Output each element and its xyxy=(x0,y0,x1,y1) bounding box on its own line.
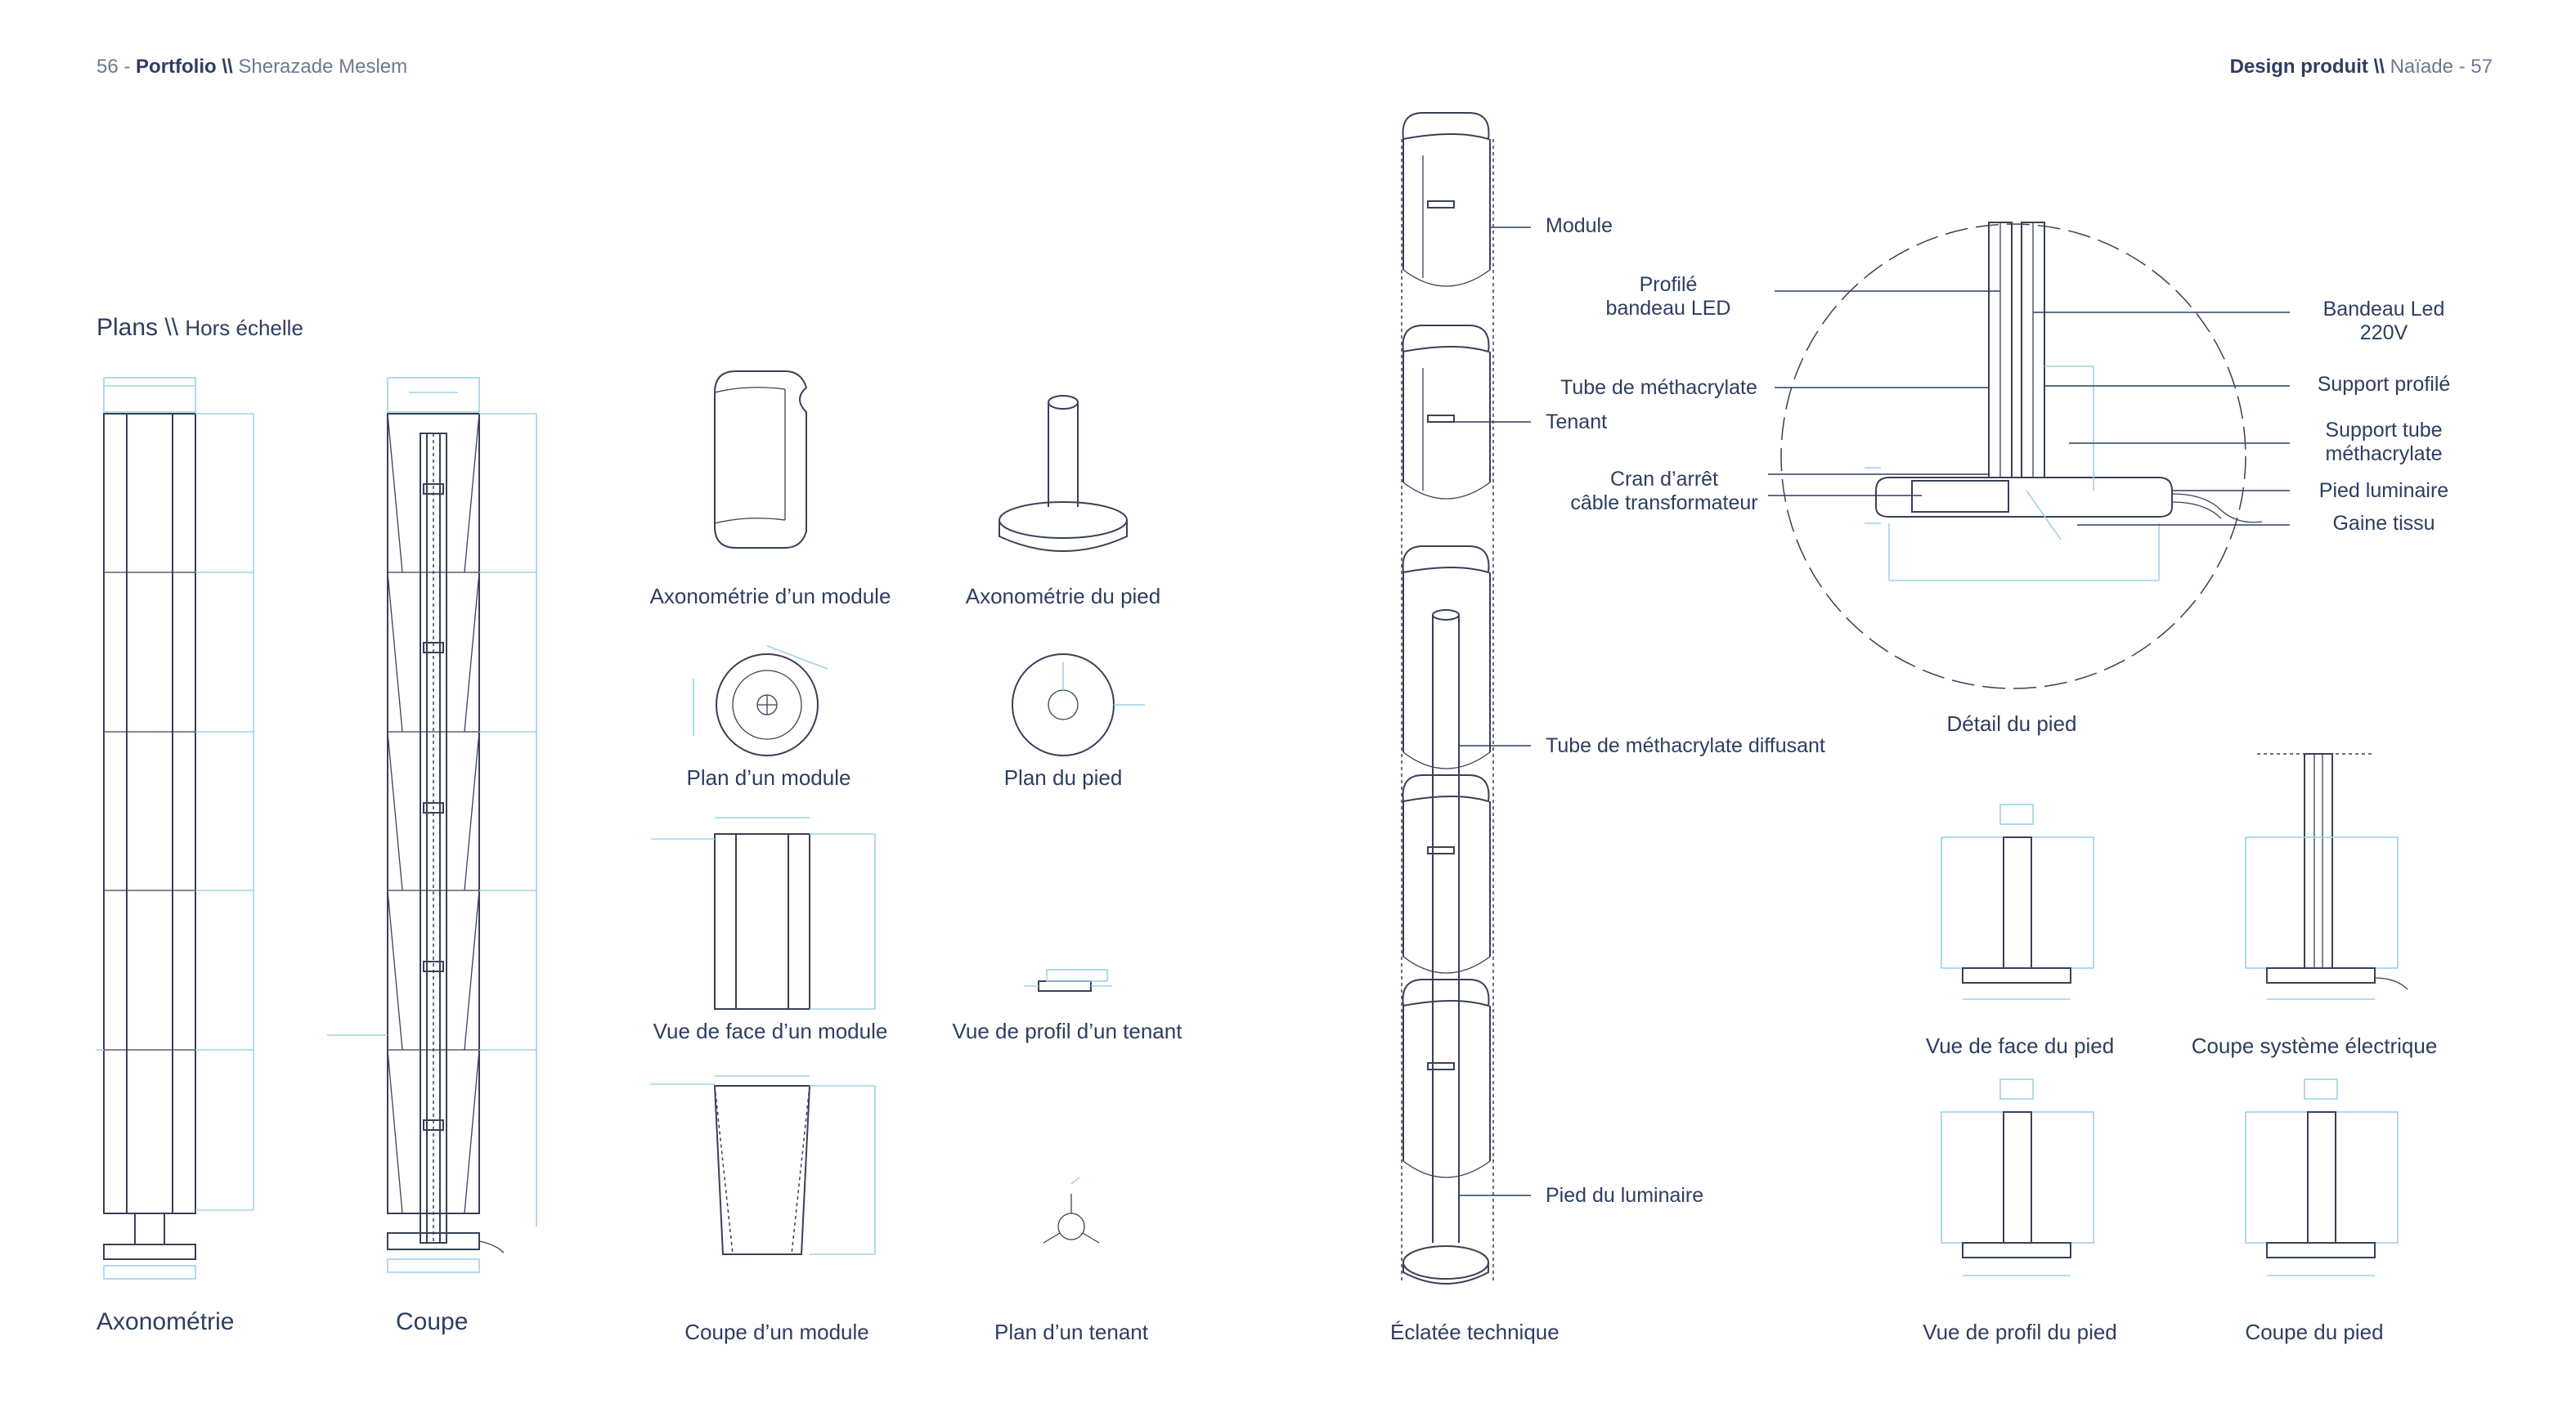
caption-profil-tenant: Vue de profil d’un tenant xyxy=(952,1019,1183,1043)
plans-title: Plans xyxy=(96,314,159,341)
coupe-systeme-drawing xyxy=(2245,753,2408,1000)
caption-detail-pied: Détail du pied xyxy=(1946,711,2077,736)
caption-axo-pied: Axonométrie du pied xyxy=(965,584,1161,608)
plan-module-drawing xyxy=(693,645,828,756)
detail-leaders xyxy=(1768,290,2290,526)
label-support-tube-line2: méthacrylate xyxy=(2325,442,2443,465)
label-support-profile: Support profilé xyxy=(2317,373,2451,396)
label-gaine-tissu: Gaine tissu xyxy=(2332,512,2435,535)
caption-plan-module: Plan d’un module xyxy=(686,765,851,790)
caption-coupe-systeme: Coupe système électrique xyxy=(2191,1034,2438,1058)
coupe-drawing xyxy=(327,377,537,1273)
label-pied-luminaire: Pied luminaire xyxy=(2318,479,2449,502)
caption-face-module: Vue de face d’un module xyxy=(653,1019,888,1043)
plan-pied-drawing xyxy=(1012,653,1145,756)
label-module: Module xyxy=(1546,214,1613,237)
label-cran-line1: Cran d’arrêt xyxy=(1610,468,1718,491)
design-title: Design produit xyxy=(2229,56,2368,78)
axonometrie-drawing xyxy=(96,377,254,1280)
coupe-pied-drawing xyxy=(2245,1078,2399,1276)
caption-coupe-pied: Coupe du pied xyxy=(2245,1320,2384,1344)
axo-module-drawing xyxy=(714,370,808,549)
caption-eclatee: Éclatée technique xyxy=(1390,1320,1560,1344)
separator: - xyxy=(2453,56,2471,78)
axo-pied-drawing xyxy=(999,395,1128,552)
caption-face-pied: Vue de face du pied xyxy=(1925,1034,2115,1058)
caption-coupe-module: Coupe d’un module xyxy=(684,1320,869,1344)
profil-tenant-drawing xyxy=(1024,969,1112,992)
label-support-tube-line1: Support tube xyxy=(2325,419,2443,442)
caption-profil-pied: Vue de profil du pied xyxy=(1923,1320,2117,1344)
label-tube-meth: Tube de méthacrylate xyxy=(1560,376,1757,399)
caption-plan-pied: Plan du pied xyxy=(1003,765,1123,790)
portfolio-title: Portfolio xyxy=(136,56,217,78)
section-title: Plans \\ Hors échelle xyxy=(96,314,303,342)
caption-coupe: Coupe xyxy=(396,1308,469,1335)
label-bandeau-line1: Bandeau Led xyxy=(2322,298,2445,321)
face-module-drawing xyxy=(651,817,876,1010)
label-profile-line1: Profilé xyxy=(1639,273,1698,296)
header-right: Design produit \\ Naïade - 57 xyxy=(2230,56,2493,78)
page-number-left: 56 xyxy=(96,56,119,78)
plans-subtitle: Hors échelle xyxy=(185,316,303,340)
label-cran-line2: câble transformateur xyxy=(1570,491,1758,514)
page-number-right: 57 xyxy=(2471,56,2493,78)
slashes: \\ xyxy=(216,56,239,78)
eclatee-drawing xyxy=(1401,112,1494,1285)
face-pied-drawing xyxy=(1941,804,2094,1000)
label-profile-line2: bandeau LED xyxy=(1605,297,1731,320)
caption-plan-tenant: Plan d’un tenant xyxy=(994,1320,1148,1344)
separator: - xyxy=(118,56,137,78)
coupe-module-drawing xyxy=(651,1075,876,1255)
label-tube-diffusant: Tube de méthacrylate diffusant xyxy=(1546,734,1825,757)
slashes: \\ xyxy=(158,314,186,341)
profil-pied-drawing xyxy=(1941,1078,2094,1276)
author-name: Sherazade Meslem xyxy=(238,56,408,78)
eclatee-leaders xyxy=(1452,226,1531,1196)
plan-tenant-drawing xyxy=(1043,1177,1100,1244)
label-pied-du-luminaire: Pied du luminaire xyxy=(1546,1184,1704,1207)
label-bandeau-line2: 220V xyxy=(2359,321,2408,344)
header-left: 56 - Portfolio \\ Sherazade Meslem xyxy=(96,56,407,78)
project-name: Naïade xyxy=(2390,56,2453,78)
label-tenant: Tenant xyxy=(1546,410,1608,433)
caption-axo-module: Axonométrie d’un module xyxy=(649,584,891,608)
slashes: \\ xyxy=(2367,56,2390,78)
detail-pied-drawing xyxy=(1780,222,2263,689)
caption-axonometrie: Axonométrie xyxy=(96,1308,235,1335)
